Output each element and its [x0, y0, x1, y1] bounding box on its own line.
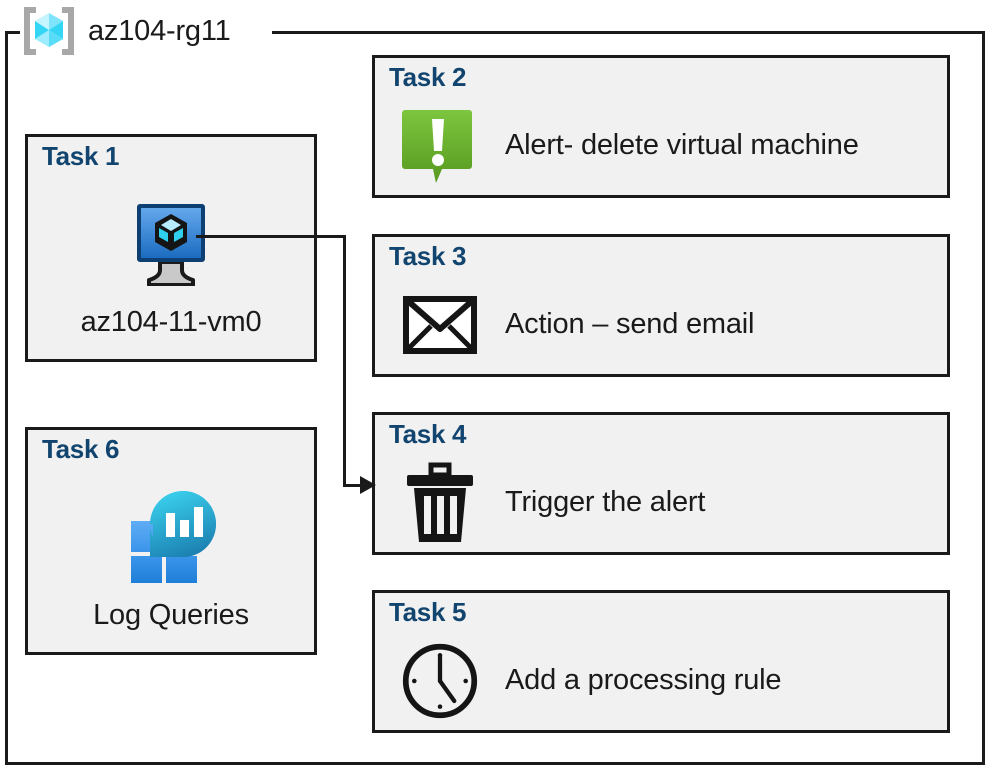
task-3-title: Task 3 — [389, 241, 467, 271]
trash-delete-icon — [401, 462, 479, 542]
task-5-caption: Add a processing rule — [505, 664, 782, 696]
task-6-caption: Log Queries — [93, 599, 249, 631]
task-1-title: Task 1 — [42, 141, 120, 171]
resource-group-border-top-left — [5, 31, 27, 34]
connector-segment-vertical — [343, 235, 346, 487]
envelope-icon — [401, 286, 479, 364]
task-3-caption: Action – send email — [505, 308, 755, 340]
task-3-box[interactable]: Task 3 Action – send email — [372, 234, 950, 377]
resource-group-cube-icon — [20, 5, 78, 57]
resource-group-header: az104-rg11 — [20, 2, 237, 60]
task-6-title: Task 6 — [42, 434, 120, 464]
connector-arrow-right-icon — [360, 476, 376, 494]
virtual-machine-icon — [28, 193, 314, 293]
task-4-title: Task 4 — [389, 419, 467, 449]
resource-group-label: az104-rg11 — [88, 14, 231, 47]
task-1-box[interactable]: Task 1 az104-11- — [25, 134, 317, 362]
task-4-box[interactable]: Task 4 Trigger the alert — [372, 412, 950, 555]
task-1-caption: az104-11-vm0 — [80, 306, 262, 338]
task-5-title: Task 5 — [389, 597, 467, 627]
task-6-box[interactable]: Task 6 — [25, 427, 317, 655]
task-5-box[interactable]: Task 5 Add a processing rule — [372, 590, 950, 733]
task-2-caption: Alert- delete virtual machine — [505, 129, 859, 161]
task-2-box[interactable]: Task 2 Alert- delete virtual machine — [372, 55, 950, 198]
task-4-caption: Trigger the alert — [505, 486, 706, 518]
log-analytics-icon — [28, 486, 314, 586]
resource-group-border-bottom — [5, 762, 985, 765]
alert-speech-bubble-icon — [401, 107, 479, 185]
connector-segment-horizontal-top — [196, 235, 346, 238]
resource-group-border-left — [5, 31, 8, 765]
resource-group-border-top-right — [272, 31, 985, 34]
clock-icon — [401, 642, 479, 720]
task-2-title: Task 2 — [389, 62, 467, 92]
connector-segment-horizontal-bottom — [343, 484, 367, 487]
resource-group-border-right — [982, 31, 985, 765]
